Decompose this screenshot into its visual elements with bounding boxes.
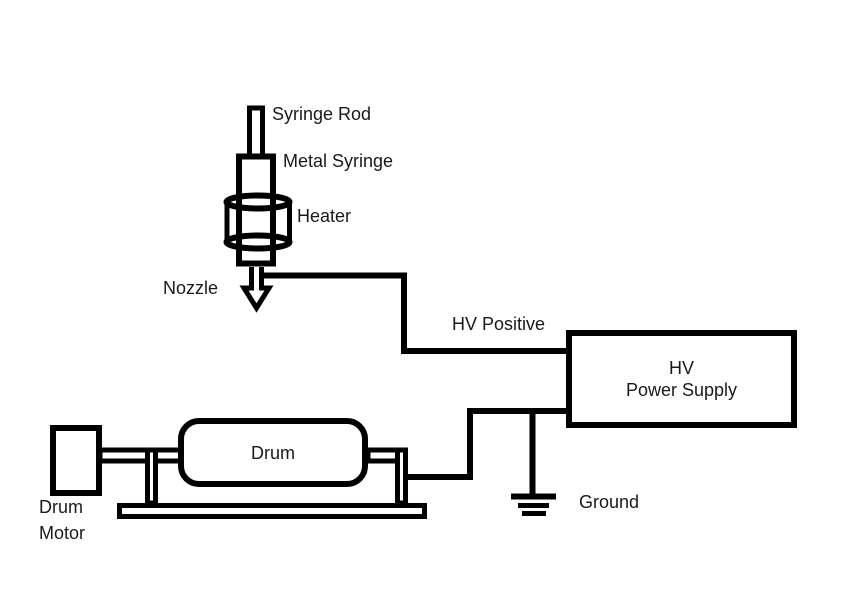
ground-wire	[403, 408, 569, 480]
hv-power-supply-box	[566, 330, 797, 428]
heater-bottom-ring	[223, 232, 293, 252]
metal-syringe-label: Metal Syringe	[283, 151, 394, 171]
drum-motor-label-line2: Motor	[39, 523, 86, 543]
syringe-rod-shape	[247, 105, 265, 159]
motor-shaft-left	[97, 447, 184, 464]
drum-body	[178, 418, 368, 487]
hv-positive-label: HV Positive	[452, 314, 546, 334]
base-plate	[117, 503, 427, 519]
hv-positive-wire	[260, 272, 569, 354]
hv-power-supply-label: HV Power Supply	[569, 333, 794, 425]
heater-label: Heater	[297, 206, 352, 226]
drum-motor-box	[50, 425, 102, 496]
ground-label: Ground	[579, 492, 640, 512]
syringe-rod-label: Syringe Rod	[272, 104, 372, 124]
hv-power-supply-label-line1: HV	[668, 358, 694, 378]
drum-motor-label-line1: Drum	[39, 497, 83, 517]
drum-shaft-right	[365, 447, 401, 464]
drum-motor-label: Drum Motor	[39, 494, 85, 546]
drum-support-post-left	[145, 447, 158, 506]
heater-top-ring	[223, 192, 293, 212]
nozzle-label: Nozzle	[163, 278, 219, 298]
nozzle-arrow	[239, 267, 274, 313]
drum-label: Drum	[251, 443, 295, 463]
hv-power-supply-label-line2: Power Supply	[625, 380, 738, 400]
